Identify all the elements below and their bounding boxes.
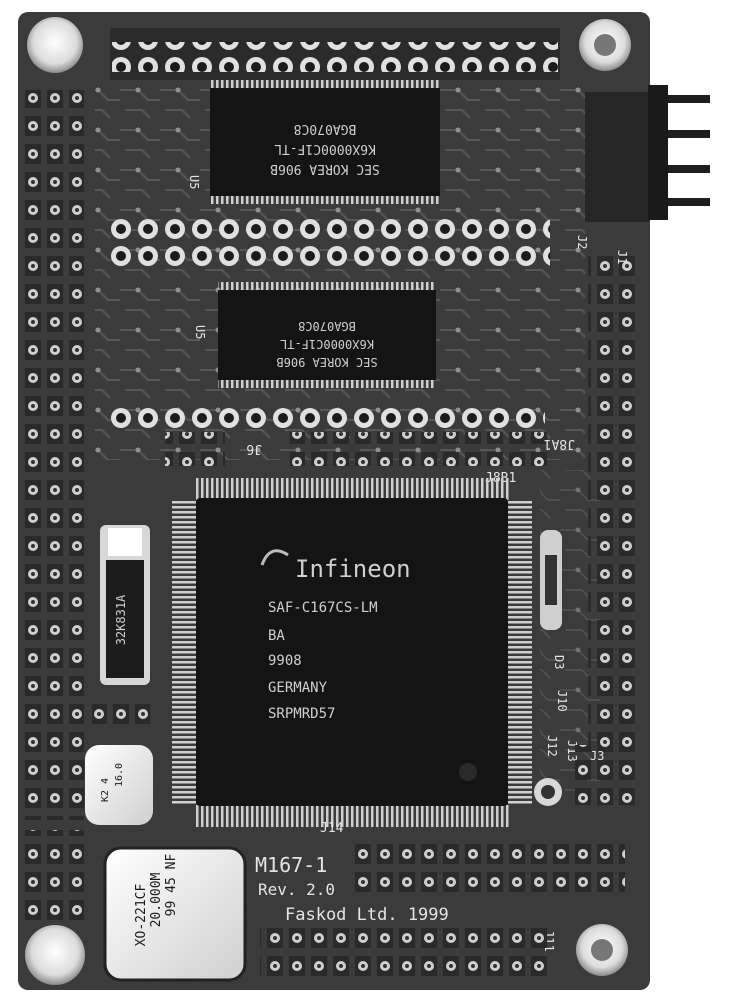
mcu-line-1: SAF-C167CS-LM [268, 600, 378, 616]
crystal-can-line-3: 99 45 NF [164, 854, 179, 917]
silk-j1: J1 [615, 250, 629, 264]
silk-j12: J12 [545, 735, 559, 757]
mcu-line-4: GERMANY [268, 680, 328, 696]
silk-j6: J6 [246, 441, 262, 456]
bottom-header-j11 [260, 928, 550, 983]
mounting-hole-bottom-left [25, 925, 85, 985]
jumper-header-j6 [165, 432, 225, 466]
infineon-logo: Infineon [260, 549, 411, 583]
osc-small-line-2: K2 4 [100, 778, 111, 802]
mcu-leads-top [195, 478, 510, 500]
mcu-line-2: BA [268, 628, 285, 644]
silk-j2: J2 [575, 235, 589, 249]
silk-j10: J10 [555, 690, 569, 712]
ram-top-line-1: SEC KOREA 906B [270, 161, 380, 176]
silk-j3: J3 [590, 749, 604, 763]
jumper-header-j8 [290, 432, 550, 466]
silk-d3: D3 [552, 655, 566, 669]
socket-holes-row-2 [110, 402, 545, 430]
mounting-hole-top-left [27, 17, 83, 73]
jumper-left [92, 700, 150, 732]
socket-holes-row-1 [110, 212, 550, 266]
mcu-line-5: SRPMRD57 [268, 706, 335, 722]
crystal-32k-text: 32K831A [114, 594, 128, 645]
silk-maker: Faskod Ltd. 1999 [285, 905, 449, 925]
mcu-leads-right [508, 500, 532, 805]
ram-chip-bottom [218, 290, 436, 380]
mcu-leads-left [172, 500, 196, 805]
right-angle-header [585, 92, 650, 222]
ram-bottom-line-1: SEC KOREA 906B [276, 355, 377, 369]
silk-board-id: M167-1 [255, 853, 327, 877]
mcu-line-3: 9908 [268, 653, 302, 669]
right-vertical-connector [588, 255, 638, 775]
mcu-logo-text: Infineon [295, 555, 411, 583]
jumper-j3 [575, 745, 635, 805]
crystal-can-line-1: XO-221CF [134, 884, 149, 947]
silk-j14: J14 [320, 821, 344, 836]
ram-top-line-2: K6X0000C1F-TL [274, 141, 376, 156]
bottom-header-j14 [355, 840, 625, 898]
oscillator-small [85, 745, 153, 825]
crystal-can-line-2: 20.000M [149, 872, 164, 927]
ram-bottom-line-2: K6X0000C1F-TL [280, 337, 374, 351]
ram-top-ref: U5 [187, 175, 201, 189]
left-edge-connector [24, 90, 84, 820]
mcu-chip [196, 498, 508, 806]
ram-bottom-line-3: BGA070C8 [298, 319, 356, 333]
ram-top-line-3: BGA070C8 [294, 121, 357, 136]
silk-j8a1: J8A1 [544, 436, 575, 451]
silk-revision: Rev. 2.0 [258, 880, 335, 899]
ram-bottom-ref: U5 [193, 325, 207, 339]
left-bottom-connector [24, 830, 84, 925]
mcu-leads-bottom [195, 805, 510, 827]
osc-small-line-1: 16.0 [114, 763, 125, 787]
ram-chip-top [210, 88, 440, 196]
crystal-oscillator-can [103, 846, 247, 982]
